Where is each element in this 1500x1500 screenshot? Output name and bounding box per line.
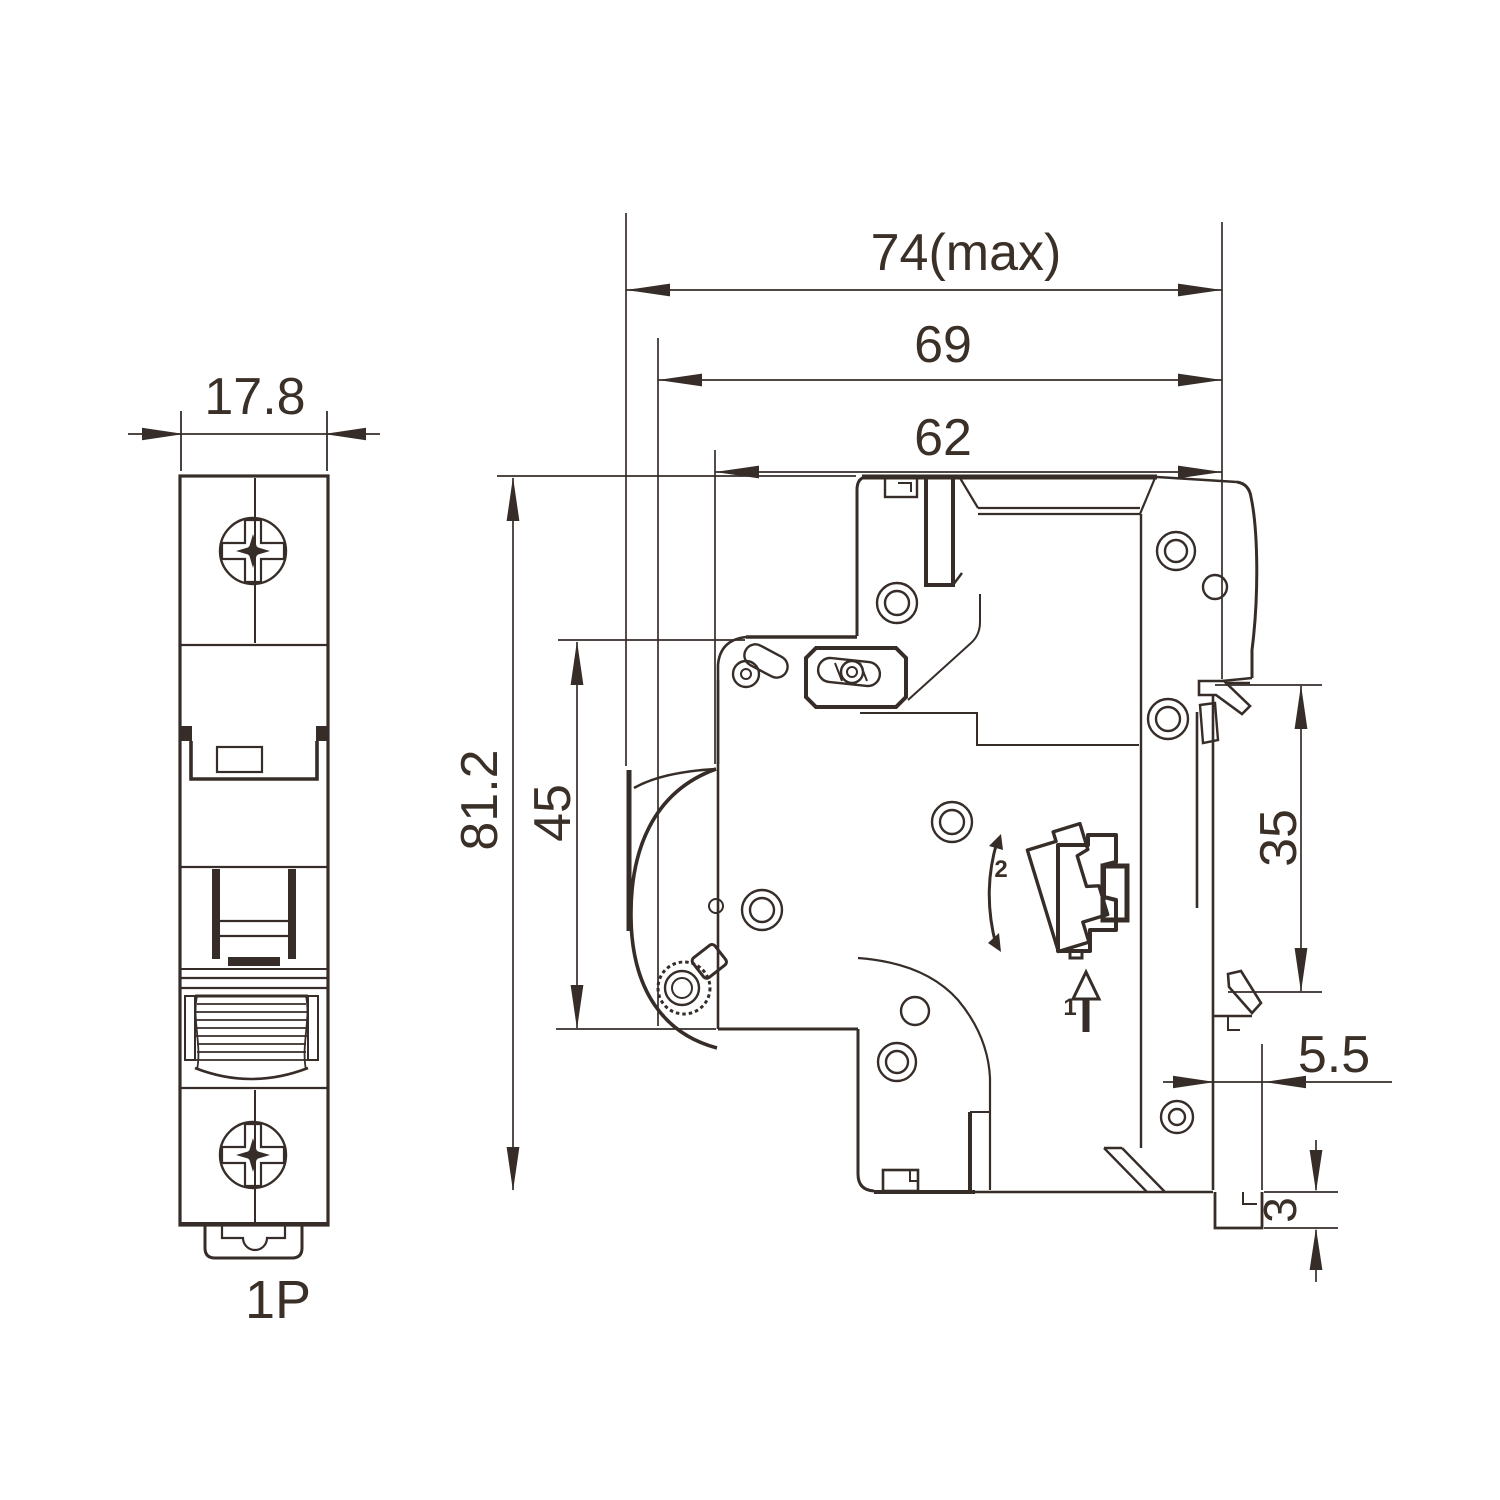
height-total-label: 81.2 [451,749,509,850]
rail-dimensions: 35 5.5 3 [1163,684,1392,1282]
arrow-left-icon [324,427,366,441]
latch-detail [731,643,908,709]
mount-step-push-label: 1 [1063,994,1076,1021]
depth-62-label: 62 [914,409,972,467]
rotate-arrow-icon [987,841,999,946]
toggle-grip [184,994,319,1081]
front-view: 17.8 [128,368,380,1330]
rivet-icon [875,530,1229,1135]
label-window [215,745,264,774]
din-rail [1197,679,1264,1230]
din-clip-tab [203,1226,304,1260]
clip-offset-label: 5.5 [1298,1026,1370,1084]
depth-dimensions: 74(max) 69 62 [625,213,1223,1026]
front-width-dimension: 17.8 [128,368,380,471]
side-view: 74(max) 69 62 81.2 [451,213,1392,1282]
mount-step-rotate-label: 2 [994,856,1007,883]
knurled-wheel-icon [656,960,712,1016]
height-front-label: 45 [524,784,582,842]
terminal-screw-icon [218,516,288,586]
rail-cross-section-icon [1100,863,1130,923]
front-body [178,474,330,1260]
side-body [626,474,1259,1194]
toggle-handle [626,767,784,1050]
arrow-right-icon [142,427,184,441]
rail-height-label: 35 [1250,809,1308,867]
toggle-edge [228,957,280,966]
height-dimensions: 81.2 45 [451,475,856,1191]
clip-foot [1213,1192,1264,1230]
depth-max-label: 74(max) [871,224,1062,282]
clip-foot-label: 3 [1254,1197,1306,1223]
mounting-pictogram: 2 1 [987,821,1130,1032]
pole-count-label: 1P [245,1270,311,1330]
front-width-label: 17.8 [204,368,305,426]
depth-69-label: 69 [914,316,972,374]
